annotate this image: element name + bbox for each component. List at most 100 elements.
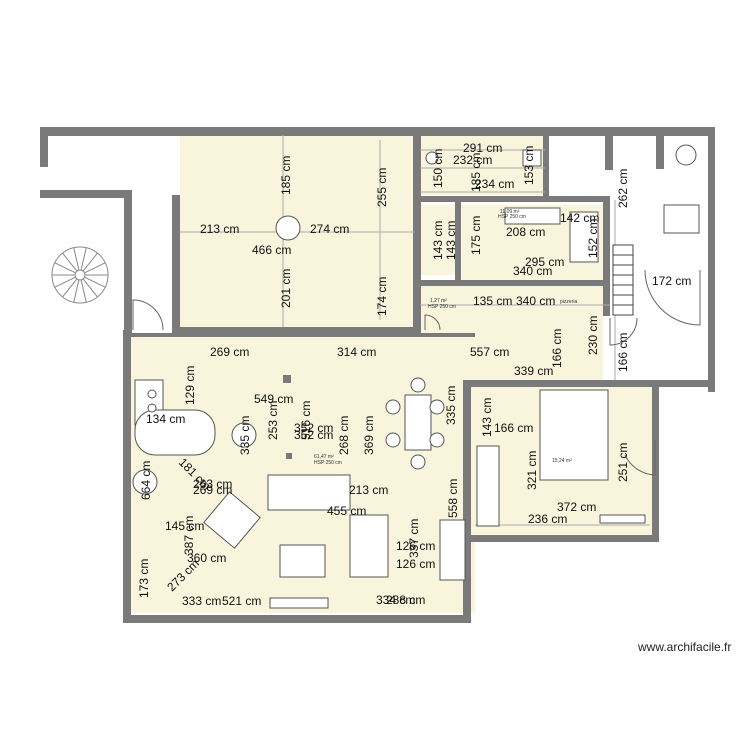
round-stool (231, 422, 257, 448)
dim-label: 337 cm (407, 519, 421, 558)
bath-tub (569, 211, 599, 263)
dim-label: 314 cm (337, 345, 376, 359)
stairs-box (612, 244, 634, 316)
doors (132, 269, 701, 476)
stair-step (73, 247, 80, 271)
dim-label: 455 cm (327, 504, 366, 518)
dim-label: 126 cm (396, 539, 435, 553)
desk (599, 514, 646, 524)
bed (539, 389, 609, 481)
dim-label: 262 cm (616, 169, 630, 208)
dim-label: 152 cm (586, 219, 600, 258)
door-wc[interactable] (424, 314, 441, 331)
dim-label: 236 cm (528, 512, 567, 526)
watermark: www.archifacile.fr (637, 640, 731, 654)
dim-label: 143 cm (480, 398, 494, 437)
dim-label: 230 cm (586, 316, 600, 355)
dim-label: 352 cm (294, 428, 333, 442)
door-entry[interactable] (644, 269, 701, 326)
dim-label: 516 cm (299, 401, 313, 440)
wall-bed-bottom (470, 535, 659, 542)
dim-label: 335 cm (238, 416, 252, 455)
chair (429, 432, 445, 448)
dim-label: 340 cm (516, 294, 555, 308)
dim-label: 174 cm (375, 277, 389, 316)
wall-living-bottom (172, 327, 420, 333)
dim-label: 213 cm (200, 222, 239, 236)
room-hsp-wc: HSP 250 cm (428, 304, 456, 310)
hob-burner (147, 403, 157, 413)
dim-label: 274 cm (310, 222, 349, 236)
dim-label: 557 cm (470, 345, 509, 359)
dim-label: 166 cm (494, 421, 533, 435)
room-area-bath: 11,09 m² (500, 209, 520, 215)
dim-label: 269 cm (193, 483, 232, 497)
dim-label: 334 cm (376, 593, 415, 607)
dim-label: 521 cm (222, 594, 261, 608)
dim-label: 126 cm (396, 557, 435, 571)
dim-label: 321 cm (525, 451, 539, 490)
dim-label: 372 cm (557, 500, 596, 514)
sofa-1 (267, 474, 351, 511)
dim-label: 129 cm (183, 366, 197, 405)
straight-stairs (612, 244, 634, 316)
dim-label: 387 cm (182, 516, 196, 555)
dim-label: 352 cm (294, 421, 333, 435)
stair-step (62, 252, 78, 272)
cabinet (663, 204, 700, 234)
dim-label: 263 cm (193, 477, 232, 491)
dim-label: 291 cm (463, 141, 502, 155)
armchair (203, 491, 261, 549)
stair-inner (74, 269, 86, 281)
plant (132, 469, 158, 495)
door-bedroom[interactable] (624, 440, 656, 476)
stair-step (62, 278, 78, 298)
wall-main-left (123, 330, 131, 623)
dim-label: 333 cm (182, 594, 221, 608)
toilet (675, 144, 697, 166)
pillar (283, 375, 291, 383)
dim-label: 466 cm (252, 243, 291, 257)
wall-living-left (172, 195, 180, 335)
dim-label: 255 cm (375, 168, 389, 207)
dim-label: 143 cm (444, 221, 458, 260)
dim-label: 185 cm (469, 153, 483, 192)
dim-label: 295 cm (525, 255, 564, 269)
dim-label: 185 cm (279, 156, 293, 195)
wall-small-room (455, 196, 461, 281)
pillar-2 (286, 453, 292, 459)
chair (429, 399, 445, 415)
dining-table (404, 394, 432, 451)
room-hsp-bath: HSP 250 cm (498, 214, 526, 220)
kitchen-island (134, 409, 216, 456)
door-terrace[interactable] (132, 299, 164, 331)
sink-bowl (425, 151, 439, 165)
stair-step (54, 262, 76, 274)
stair-step (82, 252, 98, 272)
dim-label: 232 cm (453, 153, 492, 167)
dim-label: 234 cm (475, 177, 514, 191)
spiral-staircase (51, 246, 109, 304)
sofa-2 (349, 514, 389, 578)
stair-step (82, 278, 98, 298)
ceiling-lamp (275, 215, 301, 241)
dim-label: 153 cm (522, 146, 536, 185)
chair (410, 377, 426, 393)
wall-bath-top (420, 196, 610, 202)
dim-label: 269 cm (210, 345, 249, 359)
stair-step (73, 279, 80, 303)
small-room-floor (420, 205, 458, 275)
dim-label: 558 cm (446, 479, 460, 518)
wall-main-top (123, 333, 475, 337)
partitions (180, 135, 650, 526)
coffee-table (279, 544, 326, 578)
door-corridor[interactable] (609, 317, 638, 346)
dim-label: 213 cm (349, 483, 388, 497)
dimension-labels: 291 cm 232 cm 234 cm 213 cm 466 cm 274 c… (137, 141, 731, 654)
wall-toilet-right (543, 127, 549, 197)
dim-label: 173 cm (137, 559, 151, 598)
side-cabinet (439, 519, 466, 581)
stair-step (80, 247, 87, 271)
wall-terrace-top (40, 190, 132, 198)
